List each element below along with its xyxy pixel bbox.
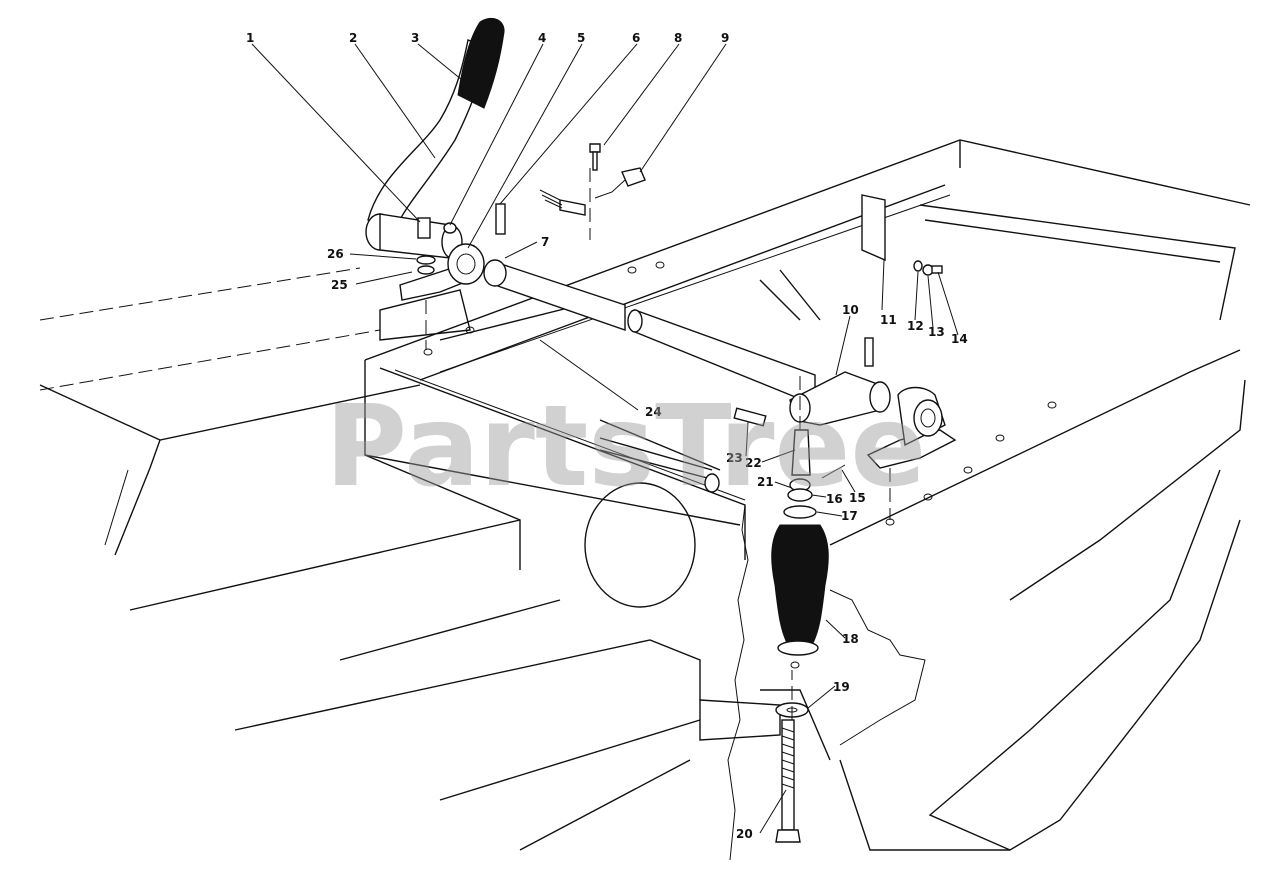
part-number-labels: 1 2 3 4 5 6 7 8 9 10 11 12 13 14 15 16 1…	[246, 31, 968, 841]
part-label-2: 2	[349, 31, 357, 45]
part-label-8: 8	[674, 31, 682, 45]
part-label-23: 23	[726, 451, 743, 465]
part-label-1: 1	[246, 31, 254, 45]
rockshaft-assembly	[365, 17, 957, 843]
part-label-22: 22	[745, 456, 762, 470]
part-label-4: 4	[538, 31, 546, 45]
part-label-21: 21	[757, 475, 774, 489]
leader-lines	[251, 43, 959, 834]
part-label-3: 3	[411, 31, 419, 45]
part-label-5: 5	[577, 31, 585, 45]
part-label-12: 12	[907, 319, 924, 333]
part-label-24: 24	[645, 405, 662, 419]
watermark-logo: PartsTree	[325, 382, 926, 512]
part-label-25: 25	[331, 278, 348, 292]
part-label-14: 14	[951, 332, 968, 346]
part-label-17: 17	[841, 509, 858, 523]
part-label-20: 20	[736, 827, 753, 841]
part-label-26: 26	[327, 247, 344, 261]
part-label-15: 15	[849, 491, 866, 505]
part-label-6: 6	[632, 31, 640, 45]
part-label-16: 16	[826, 492, 843, 506]
part-label-7: 7	[541, 235, 549, 249]
part-label-9: 9	[721, 31, 729, 45]
part-label-18: 18	[842, 632, 859, 646]
part-label-11: 11	[880, 313, 897, 327]
part-label-10: 10	[842, 303, 859, 317]
part-label-19: 19	[833, 680, 850, 694]
part-label-13: 13	[928, 325, 945, 339]
